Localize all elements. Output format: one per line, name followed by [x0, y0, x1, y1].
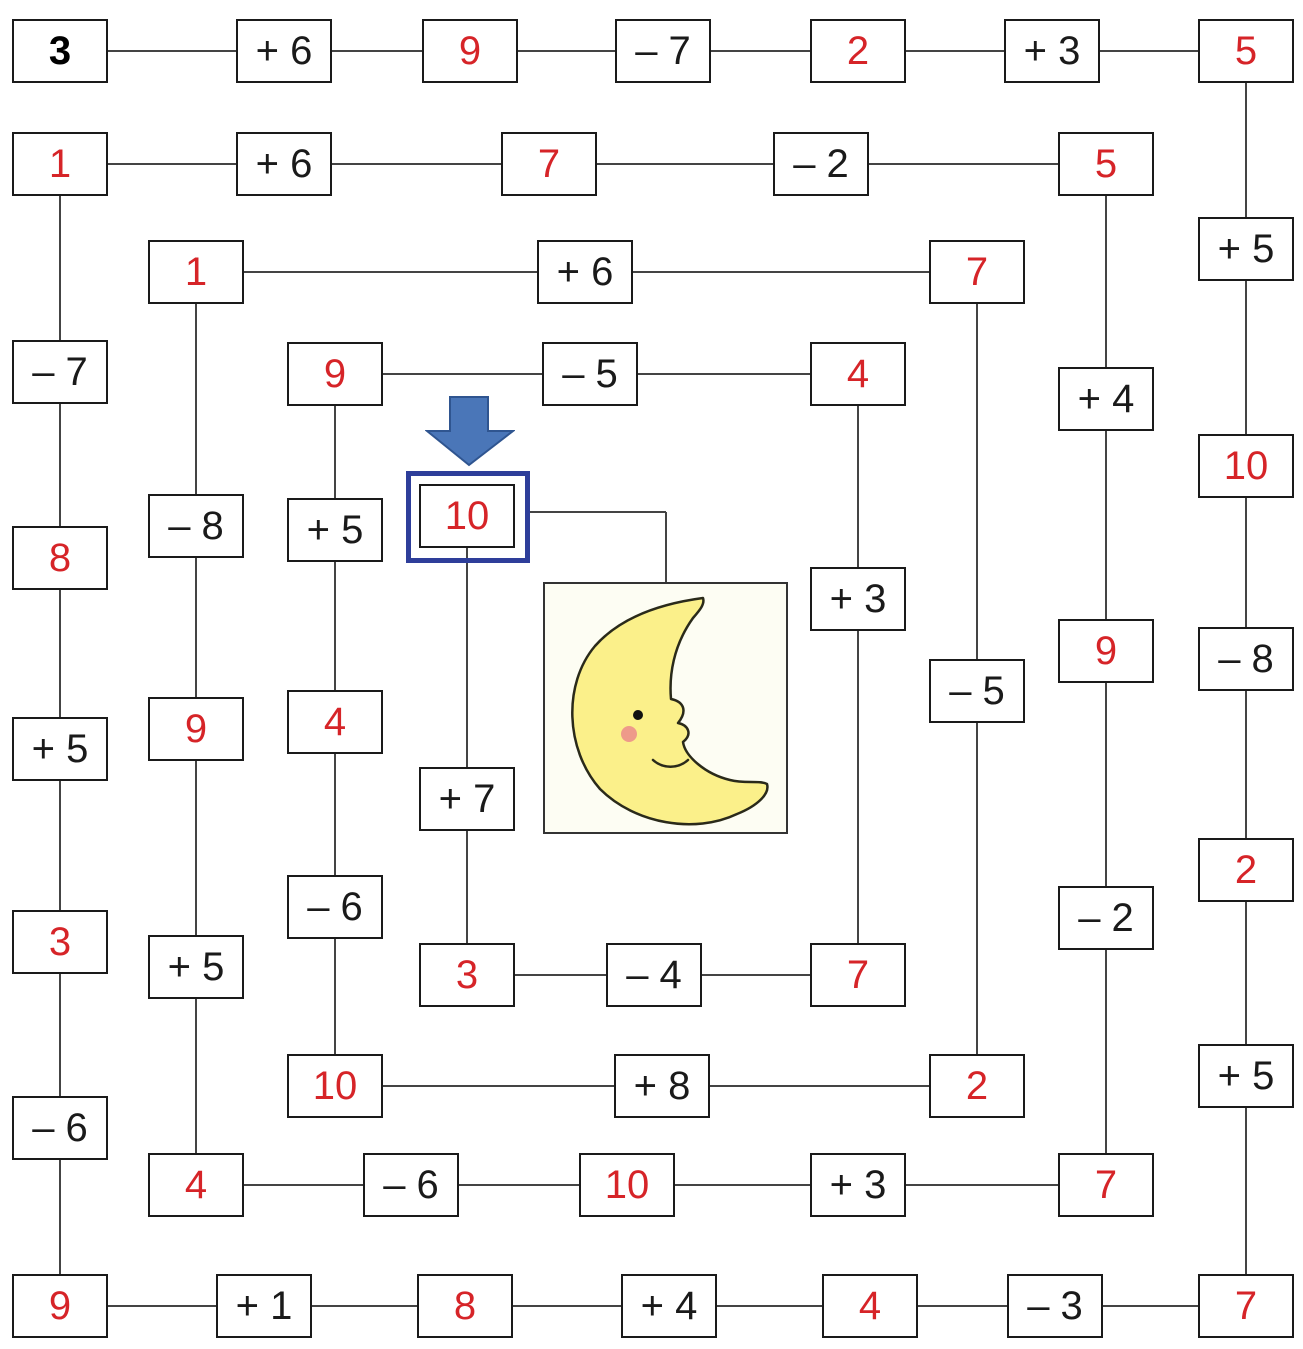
operation-cell: + 6 [236, 19, 332, 83]
goal-cell: 10 [419, 484, 515, 548]
number-cell: 1 [12, 132, 108, 196]
operation-cell: – 5 [542, 342, 638, 406]
number-cell: 4 [810, 342, 906, 406]
number-cell: 3 [419, 943, 515, 1007]
number-cell: 4 [287, 690, 383, 754]
number-cell: 9 [148, 697, 244, 761]
number-cell: 9 [287, 342, 383, 406]
number-cell: 10 [1198, 434, 1294, 498]
start-cell: 3 [12, 19, 108, 83]
operation-cell: + 3 [1004, 19, 1100, 83]
operation-cell: + 6 [537, 240, 633, 304]
operation-cell: – 5 [929, 659, 1025, 723]
number-cell: 9 [422, 19, 518, 83]
operation-cell: + 4 [621, 1274, 717, 1338]
operation-cell: + 5 [1198, 1044, 1294, 1108]
operation-cell: – 8 [1198, 627, 1294, 691]
number-cell: 5 [1198, 19, 1294, 83]
number-cell: 7 [501, 132, 597, 196]
moon-picture [543, 582, 788, 834]
operation-cell: – 6 [12, 1096, 108, 1160]
down-arrow-icon [425, 395, 515, 467]
operation-cell: + 1 [216, 1274, 312, 1338]
number-cell: 10 [579, 1153, 675, 1217]
operation-cell: + 5 [12, 717, 108, 781]
operation-cell: + 5 [1198, 217, 1294, 281]
number-cell: 7 [810, 943, 906, 1007]
operation-cell: – 2 [773, 132, 869, 196]
operation-cell: – 2 [1058, 886, 1154, 950]
number-cell: 1 [148, 240, 244, 304]
operation-cell: – 4 [606, 943, 702, 1007]
operation-cell: + 8 [614, 1054, 710, 1118]
operation-cell: + 6 [236, 132, 332, 196]
number-cell: 2 [929, 1054, 1025, 1118]
operation-cell: + 3 [810, 567, 906, 631]
number-cell: 3 [12, 910, 108, 974]
operation-cell: – 8 [148, 494, 244, 558]
operation-cell: + 4 [1058, 367, 1154, 431]
operation-cell: – 6 [363, 1153, 459, 1217]
operation-cell: – 7 [12, 340, 108, 404]
operation-cell: – 3 [1007, 1274, 1103, 1338]
moon-icon [545, 584, 786, 832]
operation-cell: + 3 [810, 1153, 906, 1217]
number-cell: 7 [929, 240, 1025, 304]
number-cell: 5 [1058, 132, 1154, 196]
number-cell: 8 [417, 1274, 513, 1338]
number-cell: 7 [1198, 1274, 1294, 1338]
number-cell: 10 [287, 1054, 383, 1118]
operation-cell: + 5 [148, 935, 244, 999]
operation-cell: + 7 [419, 767, 515, 831]
number-cell: 7 [1058, 1153, 1154, 1217]
number-cell: 2 [1198, 838, 1294, 902]
operation-cell: + 5 [287, 498, 383, 562]
number-cell: 4 [822, 1274, 918, 1338]
number-cell: 4 [148, 1153, 244, 1217]
number-cell: 8 [12, 526, 108, 590]
number-cell: 9 [1058, 619, 1154, 683]
number-cell: 9 [12, 1274, 108, 1338]
number-cell: 2 [810, 19, 906, 83]
operation-cell: – 7 [615, 19, 711, 83]
operation-cell: – 6 [287, 875, 383, 939]
